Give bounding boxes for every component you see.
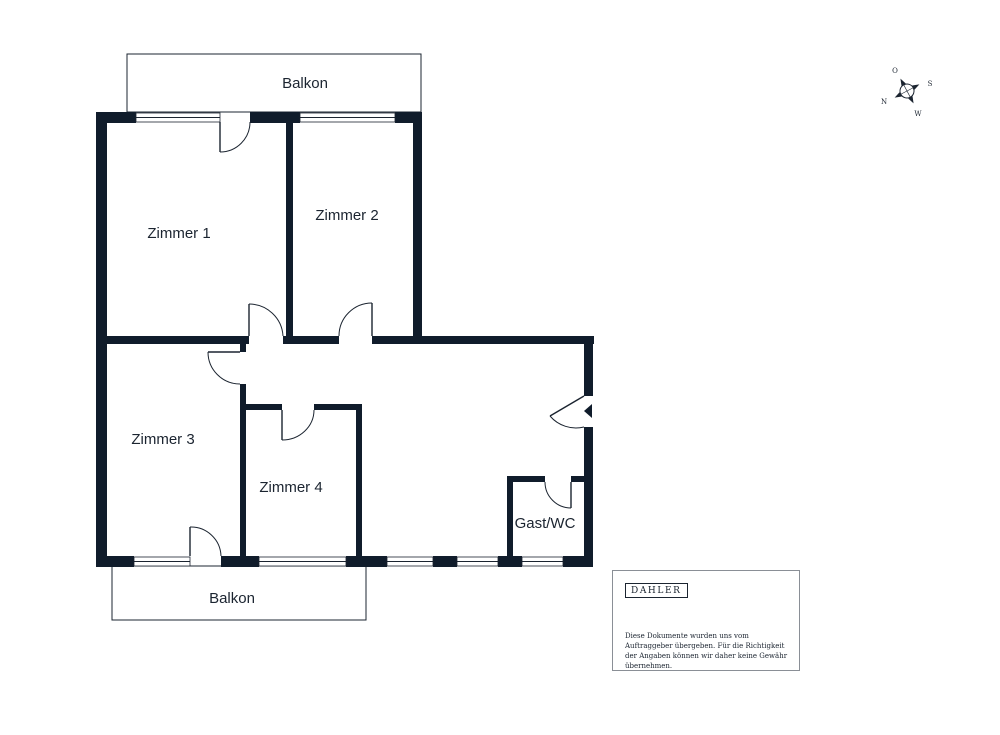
walls (96, 112, 594, 567)
dahler-logo: DAHLER (625, 583, 688, 598)
compass-west: W (914, 110, 922, 118)
label-balkon-top: Balkon (282, 75, 328, 92)
compass-rose-icon (894, 78, 920, 104)
label-zimmer-3: Zimmer 3 (131, 431, 194, 448)
info-box: DAHLER Diese Dokumente wurden uns vom Au… (612, 570, 800, 671)
label-zimmer-2: Zimmer 2 (315, 207, 378, 224)
label-gast-wc: Gast/WC (515, 515, 576, 532)
compass-north: N (881, 98, 887, 106)
label-zimmer-4: Zimmer 4 (259, 479, 322, 496)
balcony-top (126, 53, 422, 113)
doors (189, 121, 592, 557)
compass-south: S (928, 80, 933, 88)
label-balkon-bottom: Balkon (209, 590, 255, 607)
disclaimer-text: Diese Dokumente wurden uns vom Auftragge… (625, 632, 788, 670)
label-zimmer-1: Zimmer 1 (147, 225, 210, 242)
compass-east: O (892, 67, 898, 75)
windows (133, 112, 564, 567)
